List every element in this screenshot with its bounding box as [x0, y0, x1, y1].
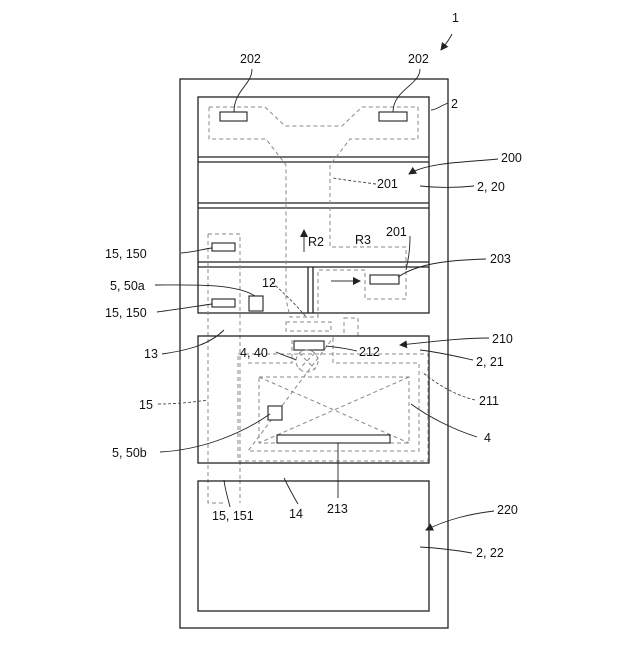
probe-b	[268, 406, 282, 420]
sensor-lower	[212, 299, 235, 307]
label-bottom-room-sub: 2, 22	[476, 546, 504, 560]
label-sensor-upper: 15, 150	[105, 247, 147, 261]
leader-sensor-lower	[157, 304, 212, 312]
vent	[370, 275, 399, 284]
leader-tray-right	[393, 69, 420, 112]
label-vent: 203	[490, 252, 511, 266]
label-sensor-lower: 15, 150	[105, 306, 147, 320]
label-r3: R3	[355, 233, 371, 247]
leader-unit	[411, 404, 477, 437]
label-outlet: 212	[359, 345, 380, 359]
label-mid-room-sub: 2, 21	[476, 355, 504, 369]
port-box	[286, 322, 331, 331]
label-port: 12	[262, 276, 276, 290]
leader-top-room	[409, 159, 498, 174]
label-body: 2	[451, 97, 458, 111]
label-tray-right: 202	[408, 52, 429, 66]
leader-top-room-sub	[420, 186, 474, 188]
tray-left	[220, 112, 247, 121]
bar	[277, 435, 390, 443]
label-cable: 15	[139, 398, 153, 412]
leader-cable	[158, 400, 208, 404]
leader-bottom-room-sub	[420, 547, 472, 553]
leader-duct-lower	[406, 236, 410, 270]
label-top-room-sub: 2, 20	[477, 180, 505, 194]
label-bottom-room: 220	[497, 503, 518, 517]
label-duct-lower: 201	[386, 225, 407, 239]
outlet	[294, 341, 324, 350]
leader-sensor-upper	[181, 248, 212, 253]
leader-body	[431, 103, 448, 110]
label-r2: R2	[308, 235, 324, 249]
label-duct-upper: 201	[377, 177, 398, 191]
leader-partition	[284, 478, 298, 504]
leader-outlet	[326, 346, 357, 351]
label-fig: 1	[452, 11, 459, 25]
leader-mid-room	[400, 338, 489, 345]
label-pipe: 13	[144, 347, 158, 361]
label-bar: 213	[327, 502, 348, 516]
bottom-compartment	[198, 481, 429, 611]
sensor-upper	[212, 243, 235, 251]
leader-duct-upper	[333, 178, 376, 184]
leader-bottom-room	[426, 511, 494, 530]
label-partition: 14	[289, 507, 303, 521]
label-unit: 4	[484, 431, 491, 445]
probe-a	[249, 296, 263, 311]
cover-outline	[248, 338, 419, 451]
label-fan: 4, 40	[240, 346, 268, 360]
label-probe-b: 5, 50b	[112, 446, 147, 460]
leader-probe-b	[160, 414, 270, 452]
cover-outer	[238, 354, 428, 461]
label-tray-left: 202	[240, 52, 261, 66]
label-probe-a: 5, 50a	[110, 279, 145, 293]
label-top-room: 200	[501, 151, 522, 165]
leader-pipe	[162, 330, 224, 354]
leader-cable-end	[224, 480, 230, 507]
leader-fan	[276, 352, 296, 360]
label-mid-room: 210	[492, 332, 513, 346]
leader-fig	[441, 34, 452, 50]
leader-tray-left	[234, 69, 252, 112]
label-cover: 211	[479, 394, 499, 408]
label-cable-end: 15, 151	[212, 509, 254, 523]
port-connector	[344, 318, 358, 336]
tray-right	[379, 112, 407, 121]
